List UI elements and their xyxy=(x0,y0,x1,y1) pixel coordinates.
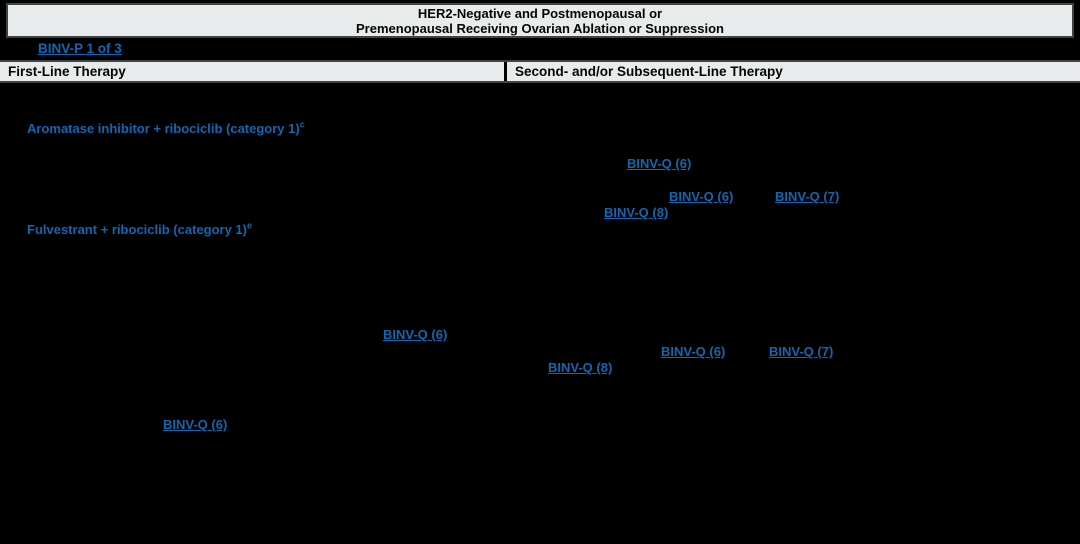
column-header-first-line-therapy: First-Line Therapy xyxy=(0,62,507,81)
column-header-row: First-Line Therapy Second- and/or Subseq… xyxy=(0,60,1080,83)
binv-q-link[interactable]: BINV-Q (7) xyxy=(769,344,834,359)
footnote-marker: e xyxy=(246,220,252,231)
binv-q-link[interactable]: BINV-Q (6) xyxy=(669,189,734,204)
column-header-subsequent-line-therapy: Second- and/or Subsequent-Line Therapy xyxy=(515,64,783,79)
binv-q-link[interactable]: BINV-Q (6) xyxy=(163,417,228,432)
binv-q-link[interactable]: BINV-Q (6) xyxy=(383,327,448,342)
binv-q-link[interactable]: BINV-Q (8) xyxy=(548,360,613,375)
footnote-marker: c xyxy=(299,119,305,130)
binv-q-link[interactable]: BINV-Q (7) xyxy=(775,189,840,204)
page-title-line1: HER2-Negative and Postmenopausal or xyxy=(417,6,663,21)
binv-q-link[interactable]: BINV-Q (6) xyxy=(627,156,692,171)
binv-q-link[interactable]: BINV-Q (6) xyxy=(661,344,726,359)
therapy-option-aromatase-inhibitor-ribociclib: Aromatase inhibitor + ribociclib (catego… xyxy=(27,119,305,136)
page-title-line2: Premenopausal Receiving Ovarian Ablation… xyxy=(356,21,724,36)
binv-p-page-link[interactable]: BINV-P 1 of 3 xyxy=(38,41,122,56)
therapy-option-label: Fulvestrant + ribociclib (category 1) xyxy=(27,222,247,237)
binv-q-link[interactable]: BINV-Q (8) xyxy=(604,205,669,220)
therapy-option-fulvestrant-ribociclib: Fulvestrant + ribociclib (category 1)e xyxy=(27,220,252,237)
page-title: HER2-Negative and Postmenopausal or Prem… xyxy=(6,3,1074,38)
therapy-option-label: Aromatase inhibitor + ribociclib (catego… xyxy=(27,121,300,136)
